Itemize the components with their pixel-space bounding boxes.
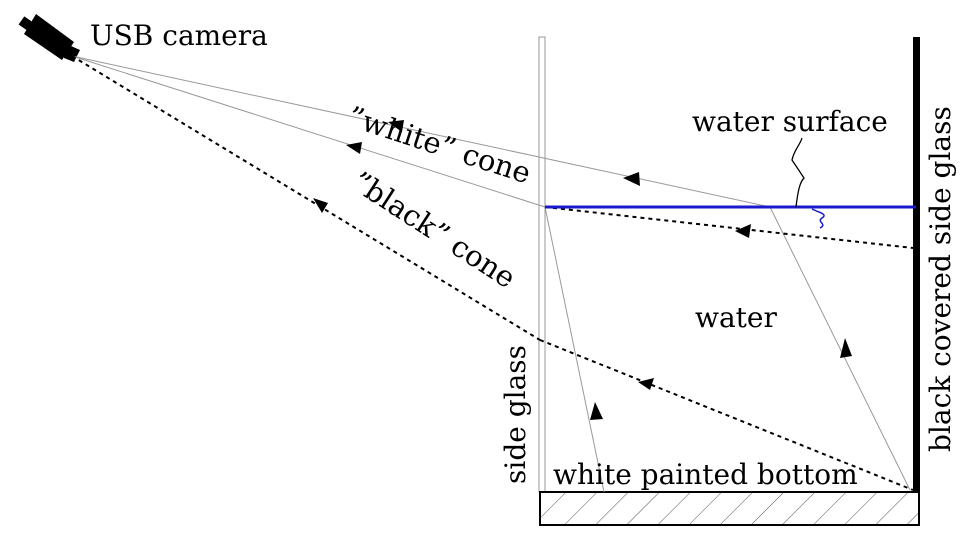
- bottom-label: white painted bottom: [553, 458, 858, 491]
- arrow-surface-dotted-icon: [735, 224, 751, 238]
- arrow-black-lower-icon: [638, 378, 654, 390]
- white-painted-bottom-plate: [539, 491, 920, 526]
- arrow-white-right-icon: [623, 172, 640, 186]
- black-cone-rays: [71, 55, 914, 491]
- water-label: water: [695, 301, 777, 334]
- ray-arrowheads: [313, 120, 852, 420]
- water-surface-wave-icon: [811, 208, 825, 229]
- arrow-reflected-up-icon: [840, 338, 852, 358]
- arrow-bottom-up-icon: [590, 402, 603, 420]
- left-side-glass: [538, 36, 546, 493]
- black-side-glass-label: black covered side glass: [924, 106, 957, 452]
- arrow-white-upper-icon: [388, 120, 404, 132]
- arrow-white-lower-icon: [346, 142, 362, 154]
- side-glass-label: side glass: [499, 345, 532, 484]
- black-side-glass: [913, 37, 920, 492]
- water-surface-label: water surface: [692, 105, 888, 138]
- camera-label: USB camera: [90, 19, 268, 52]
- white-cone-rays: [71, 55, 911, 493]
- water-surface-leader: [791, 137, 805, 208]
- black-cone-label: ”black” cone: [346, 164, 522, 295]
- arrow-black-upper-icon: [313, 198, 328, 213]
- usb-camera-icon: [18, 14, 80, 62]
